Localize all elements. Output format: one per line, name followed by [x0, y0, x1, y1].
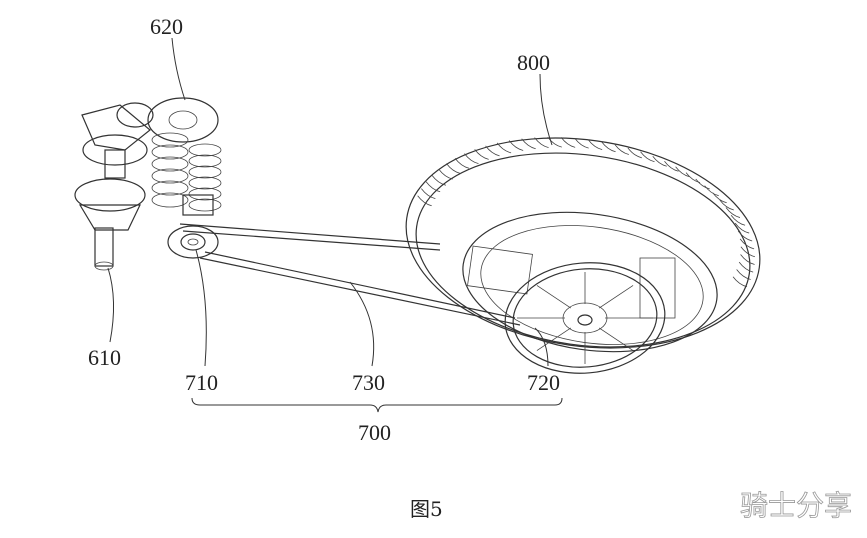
tread-groove	[521, 138, 536, 150]
label-800: 800	[517, 50, 550, 75]
tread-groove	[725, 207, 741, 218]
gearbox	[116, 97, 222, 216]
tread-groove	[417, 195, 432, 207]
watermark: 骑士分享	[740, 489, 852, 522]
label-720: 720	[527, 370, 560, 395]
bracket-700	[191, 397, 563, 413]
tread-groove	[736, 269, 751, 280]
figure-caption: 图5	[410, 497, 443, 521]
gear-stack	[151, 132, 222, 212]
tread-groove	[431, 175, 447, 186]
tread-groove	[496, 142, 512, 154]
tread-groove	[734, 222, 750, 234]
tire-tread	[417, 136, 755, 288]
gear	[188, 154, 222, 168]
tread-groove	[547, 136, 562, 148]
rear-wheel	[405, 136, 761, 353]
tread-groove	[675, 166, 690, 178]
gear	[188, 198, 222, 212]
leader-610	[107, 267, 115, 343]
label-700: 700	[358, 420, 391, 445]
tread-groove	[737, 230, 753, 242]
gear	[151, 144, 189, 160]
rear-pulley	[504, 262, 666, 374]
gear	[151, 132, 189, 148]
label-710: 710	[185, 370, 218, 395]
gear	[151, 180, 189, 196]
label-610: 610	[88, 345, 121, 370]
tread-groove	[627, 147, 642, 159]
tread-groove	[640, 151, 655, 163]
tread-groove	[425, 181, 441, 193]
tread-groove	[704, 185, 719, 197]
tread-groove	[719, 199, 734, 211]
leader-710	[195, 249, 207, 367]
tread-groove	[740, 254, 755, 265]
label-620: 620	[150, 14, 183, 39]
front-pulley	[167, 225, 219, 259]
tread-groove	[652, 155, 667, 167]
tread-groove	[712, 192, 727, 204]
label-730: 730	[352, 370, 385, 395]
leader-720	[534, 327, 549, 367]
tread-groove	[485, 145, 500, 157]
gear	[188, 165, 222, 179]
tread-groove	[740, 246, 755, 258]
spoke	[598, 327, 634, 351]
leader-800	[539, 73, 553, 146]
tread-groove	[560, 137, 576, 148]
tread-groove	[534, 137, 549, 148]
gear	[151, 192, 189, 208]
leader-620	[171, 37, 186, 101]
drive-belt	[179, 223, 521, 326]
tread-groove	[614, 144, 629, 155]
tread-groove	[587, 139, 603, 151]
gear	[188, 176, 222, 190]
gear	[188, 143, 222, 157]
tread-groove	[739, 238, 755, 250]
tread-groove	[446, 163, 461, 174]
gear	[188, 187, 222, 201]
tread-groove	[730, 215, 746, 226]
tread-groove	[601, 141, 616, 153]
tread-groove	[738, 261, 754, 273]
tread-groove	[421, 188, 436, 199]
pulley-spokes	[517, 272, 653, 364]
tread-groove	[732, 276, 748, 288]
tread-groove	[664, 160, 679, 172]
tread-groove	[464, 153, 479, 164]
tread-groove	[695, 178, 710, 190]
tread-groove	[508, 140, 524, 151]
tread-groove	[474, 149, 489, 160]
spoke	[536, 327, 572, 351]
spoke	[536, 285, 572, 309]
leader-730	[349, 281, 375, 367]
tread-groove	[454, 158, 470, 169]
gear	[151, 168, 189, 184]
spoke	[598, 285, 634, 309]
crankshaft	[74, 104, 151, 271]
tread-groove	[574, 137, 589, 149]
tread-groove	[438, 168, 453, 180]
gear	[151, 156, 189, 172]
